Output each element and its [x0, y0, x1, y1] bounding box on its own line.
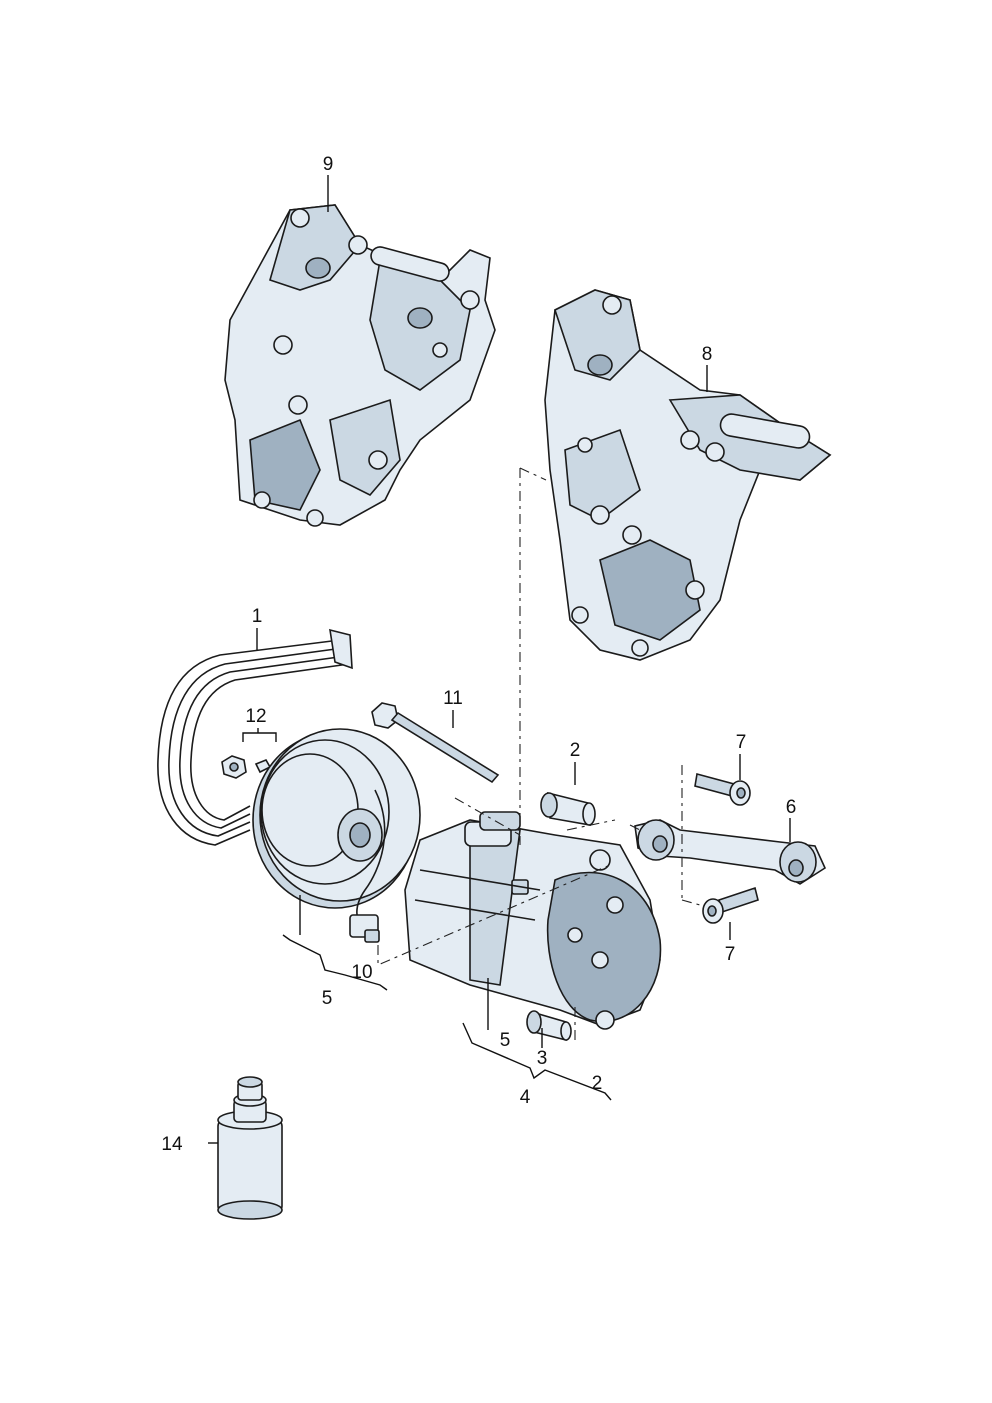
nut-12: [221, 755, 247, 779]
callout-7-upper: 7: [736, 732, 747, 753]
callout-10: 10: [351, 962, 372, 983]
oil-can-14: [217, 1076, 283, 1220]
callout-5-left: 5: [322, 988, 333, 1009]
v-belt-1: [157, 628, 353, 846]
bracket-8: [544, 289, 832, 661]
sleeve-2-upper: [540, 791, 596, 826]
support-arm-6: [634, 819, 827, 885]
callout-14: 14: [161, 1134, 183, 1155]
bracket-9: [224, 204, 496, 527]
callout-6: 6: [786, 797, 797, 818]
callout-labels: 9 8 1 11 12 2 7 6 7 10 5 5 3 4 2 14: [161, 154, 796, 1155]
connector-10: [349, 789, 386, 943]
callout-7-lower: 7: [725, 944, 736, 965]
callout-11: 11: [443, 688, 463, 709]
callout-1: 1: [252, 606, 263, 627]
assembly-lines: [377, 467, 701, 1040]
bolt-11: [371, 702, 500, 784]
callout-2-lower: 2: [592, 1073, 603, 1094]
callout-9: 9: [323, 154, 334, 175]
callout-4: 4: [520, 1087, 531, 1108]
bolt-7-lower: [702, 886, 759, 924]
callout-5-right: 5: [500, 1030, 511, 1051]
ac-compressor-4: [404, 811, 662, 1030]
callout-3: 3: [537, 1048, 548, 1069]
bolt-7-upper: [694, 772, 751, 806]
callout-12: 12: [245, 706, 266, 727]
sleeve-3-lower: [526, 1010, 572, 1042]
callout-8: 8: [702, 344, 713, 365]
leader-lines: [208, 175, 791, 1144]
callout-2-upper: 2: [570, 740, 581, 761]
magnetic-clutch-5: [252, 728, 421, 909]
